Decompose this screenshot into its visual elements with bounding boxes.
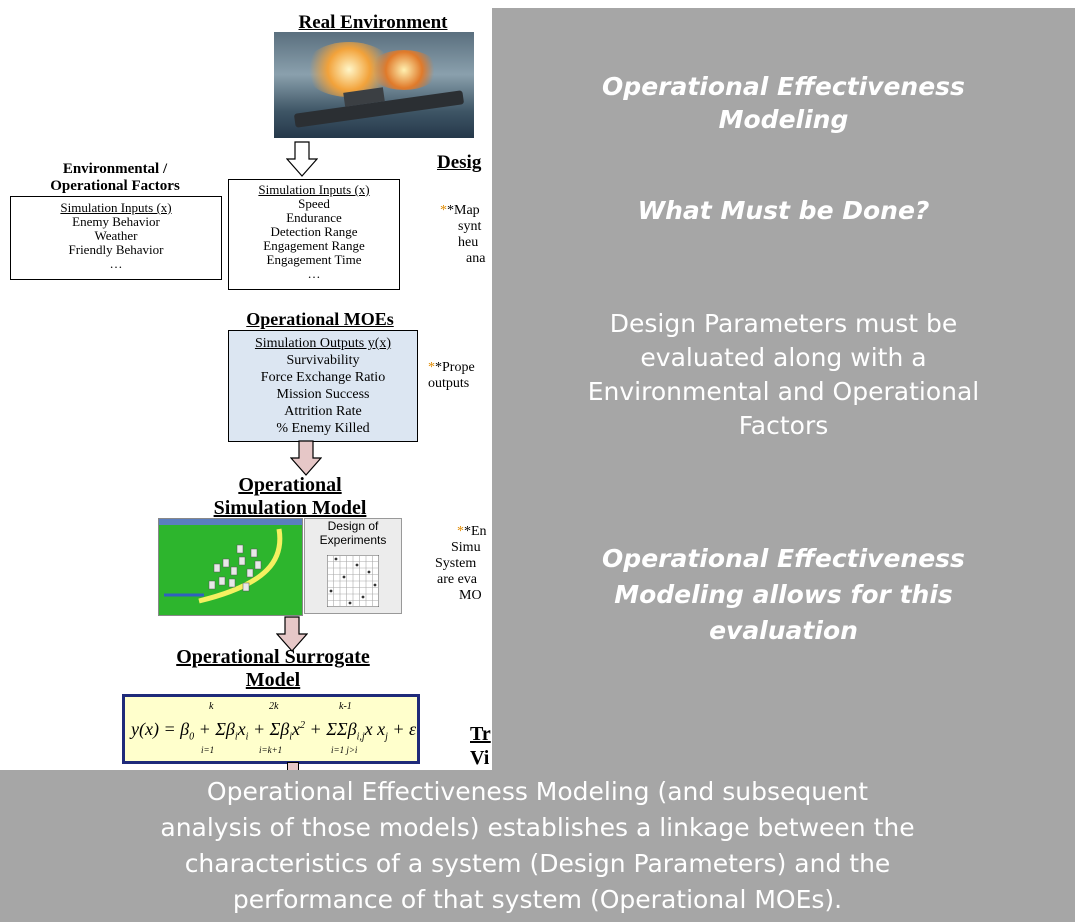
doe-grid-icon [327,555,379,607]
prope-note-line: outputs [428,376,470,391]
bottom-banner-line4: performance of that system (Operational … [232,885,843,914]
doe-label-line1: Design of [327,519,379,533]
down-arrow-icon [286,141,318,177]
env-factors-title: Environmental / Operational Factors [20,161,210,195]
panel-title: Operational Effectiveness Modeling [492,70,1075,136]
prope-note: **Prope outputs [428,360,475,392]
equation-limit: k [209,701,214,712]
equation-limit: i=1 [201,745,215,755]
equation-limit: i=k+1 [259,745,283,755]
moes-box: Simulation Outputs y(x) Survivability Fo… [228,330,418,442]
right-text-panel: Operational Effectiveness Modeling What … [492,8,1075,770]
bottom-banner-line2: analysis of those models) establishes a … [160,813,915,842]
sim-inputs-item: … [307,266,321,281]
sim-model-title-line1: Operational [238,474,342,496]
moes-item: % Enemy Killed [276,421,370,436]
sim-inputs-item: Engagement Time [266,252,362,267]
tr-fragment-line1: Tr [470,723,491,745]
bottom-banner: Operational Effectiveness Modeling (and … [0,770,1075,922]
panel-title-line2: Modeling [718,105,849,134]
down-arrow-icon [276,616,308,652]
tr-fragment-line2: Vi [470,747,490,769]
moes-item: Attrition Rate [284,404,362,419]
equation-limit: k-1 [339,701,352,712]
simulation-screenshot [158,518,303,616]
env-box-item: … [109,256,123,271]
sim-model-title: Operational Simulation Model [180,474,400,520]
bottom-banner-line1: Operational Effectiveness Modeling (and … [206,777,869,806]
map-note-line: synt [458,219,482,234]
panel-closing-line3: evaluation [709,616,858,645]
env-box-heading: Simulation Inputs (x) [60,200,172,215]
equation-limit: 2k [269,701,279,712]
panel-body-line1: Design Parameters must be [609,309,958,338]
moes-heading: Simulation Outputs y(x) [254,336,392,351]
equation-limit: i=1 j>i [331,745,358,755]
env-box-item: Enemy Behavior [72,214,160,229]
surrogate-equation: y(x) = β0 + Σβixi + Σβix2 + ΣΣβi,jx xj +… [122,694,420,764]
panel-body-line3: Environmental and Operational [587,377,980,406]
panel-question: What Must be Done? [637,196,930,225]
design-heading: Desig [437,152,482,173]
map-note-line: **Map [440,203,480,218]
down-arrow-icon [290,440,322,476]
sim-inputs-item: Speed [298,196,330,211]
en-note-line: Simu [451,540,481,555]
map-note: **Map synt heu ana [440,203,485,267]
moes-item: Survivability [286,353,360,368]
env-factors-box: Simulation Inputs (x) Enemy Behavior Wea… [10,196,222,280]
doe-label-line2: Experiments [319,533,387,547]
moes-item: Force Exchange Ratio [260,370,386,385]
operational-moes-title: Operational MOEs [246,309,394,329]
env-factors-title-line1: Environmental / [62,161,168,177]
tr-fragment: Tr Vi [470,722,491,770]
arrow-stub [287,762,299,773]
panel-closing-line2: Modeling allows for this [614,580,953,609]
surrogate-title: Operational Surrogate Model [128,646,418,692]
sim-inputs-heading: Simulation Inputs (x) [258,182,370,197]
en-note-line: are eva [437,572,478,587]
env-box-item: Weather [94,228,138,243]
panel-closing-line1: Operational Effectiveness [602,544,965,573]
sim-inputs-box: Simulation Inputs (x) Speed Endurance De… [228,179,400,290]
en-note-line: MO [459,588,482,603]
map-note-line: ana [466,251,486,266]
moes-item: Mission Success [276,387,370,402]
sim-inputs-item: Detection Range [270,224,358,239]
panel-closing: Operational Effectiveness Modeling allow… [492,541,1075,649]
sim-model-title-line2: Simulation Model [213,497,367,519]
sim-inputs-item: Endurance [286,210,342,225]
sim-inputs-item: Engagement Range [263,238,365,253]
prope-note-line: **Prope [428,360,475,375]
bottom-banner-line3: characteristics of a system (Design Para… [184,849,891,878]
env-factors-title-line2: Operational Factors [50,178,180,194]
en-note-line: **En [457,524,487,539]
real-environment-title: Real Environment [298,12,448,33]
en-note: **En Simu System are eva MO [435,524,487,604]
doe-panel: Design of Experiments [304,518,402,614]
env-box-item: Friendly Behavior [68,242,164,257]
surrogate-title-line1: Operational Surrogate [176,646,370,668]
panel-title-line1: Operational Effectiveness [602,72,965,101]
panel-body: Design Parameters must be evaluated alon… [492,307,1075,443]
en-note-line: System [435,556,477,571]
surrogate-title-line2: Model [245,669,301,691]
panel-body-line2: evaluated along with a [640,343,927,372]
panel-body-line4: Factors [738,411,829,440]
equation-text: y(x) = β0 + Σβixi + Σβix2 + ΣΣβi,jx xj +… [131,719,417,743]
map-note-line: heu [458,235,479,250]
battleship-photo [274,32,474,138]
